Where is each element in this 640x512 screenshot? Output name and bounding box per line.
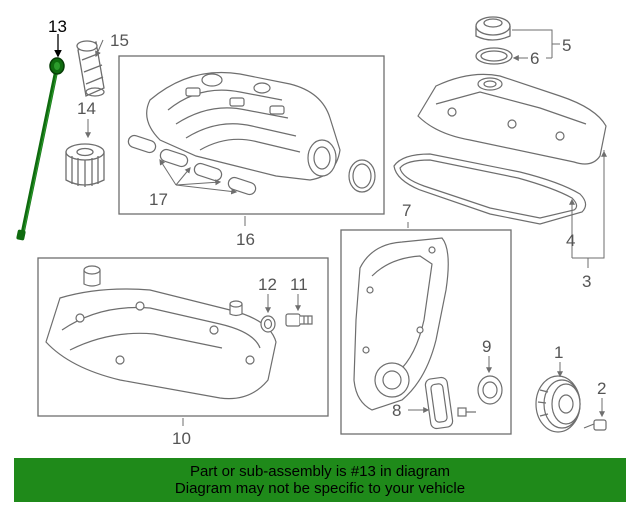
callout-10: 10 xyxy=(172,429,191,448)
banner-background xyxy=(14,458,626,502)
oil-pan-plug xyxy=(83,265,101,287)
cover-bolt xyxy=(457,407,476,417)
callout-2: 2 xyxy=(597,379,606,398)
valve-cover xyxy=(417,73,607,165)
timing-cover xyxy=(353,237,449,411)
callout-8: 8 xyxy=(392,401,401,420)
callout-7: 7 xyxy=(402,201,411,220)
callout-15: 15 xyxy=(110,31,129,50)
banner-line-1: Part or sub-assembly is #13 in diagram xyxy=(189,463,451,480)
drain-washer xyxy=(260,315,276,333)
crank-pulley xyxy=(535,375,581,433)
callout-14: 14 xyxy=(77,99,96,118)
oil-filler-seal xyxy=(475,47,513,65)
callout-16: 16 xyxy=(236,230,255,249)
callout-4: 4 xyxy=(566,231,575,250)
drain-plug xyxy=(285,313,313,327)
oil-pan-box xyxy=(37,257,329,417)
valve-cover-gasket xyxy=(393,153,587,225)
intake-gaskets xyxy=(127,134,257,196)
callout-17: 17 xyxy=(149,190,168,209)
oil-pump-cover xyxy=(424,376,454,430)
crank-seal xyxy=(477,375,503,405)
oil-pan-sensor xyxy=(229,300,243,317)
oil-pan xyxy=(45,288,277,400)
callout-12: 12 xyxy=(258,275,277,294)
intake-manifold xyxy=(146,71,341,181)
oil-filter-element xyxy=(76,40,105,97)
timing-cover-box xyxy=(340,229,512,435)
callout-13: 13 xyxy=(48,17,67,36)
intake-manifold-box xyxy=(118,55,385,215)
callout-1: 1 xyxy=(554,343,563,362)
oil-filter xyxy=(65,143,105,187)
pulley-bolt xyxy=(583,419,607,431)
throttle-gasket xyxy=(348,159,376,193)
info-banner: Part or sub-assembly is #13 in diagram D… xyxy=(14,458,626,502)
callout-5: 5 xyxy=(562,36,571,55)
callout-11: 11 xyxy=(290,275,308,294)
callout-6: 6 xyxy=(530,49,539,68)
oil-filler-cap xyxy=(475,16,511,41)
banner-line-2: Diagram may not be specific to your vehi… xyxy=(174,480,466,497)
dipstick-part[interactable] xyxy=(16,57,65,241)
callout-9: 9 xyxy=(482,337,491,356)
callout-3: 3 xyxy=(582,272,591,291)
